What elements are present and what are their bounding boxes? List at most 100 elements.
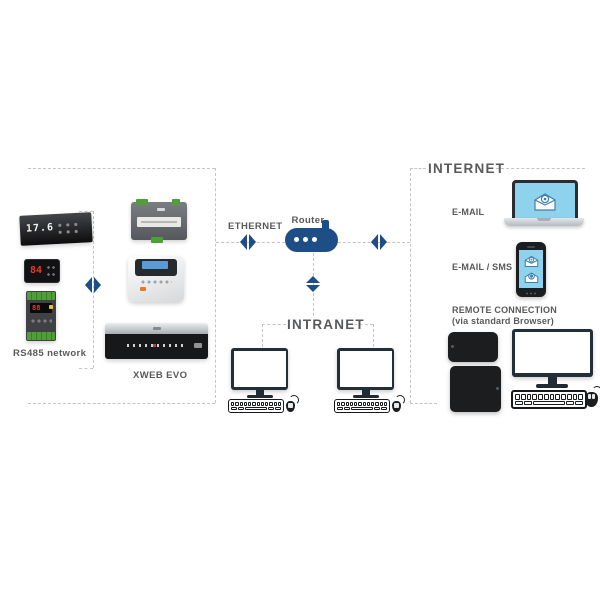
monitor-stand <box>362 390 370 396</box>
router-icon <box>285 220 338 252</box>
xweb-desktop-unit <box>128 256 184 302</box>
phone-screen <box>519 250 543 288</box>
email-laptop <box>512 180 578 224</box>
plc-label-line <box>141 221 177 223</box>
shelf-display-buttons <box>55 220 81 236</box>
internet-label: INTERNET <box>428 161 506 176</box>
keyboard-key <box>374 407 380 411</box>
mouse-button <box>393 403 397 408</box>
keyboard-key <box>256 401 260 407</box>
keyboard-row <box>231 401 281 407</box>
keyboard-key <box>351 407 373 411</box>
keyboard <box>228 399 284 413</box>
mouse-button <box>287 403 291 408</box>
keyboard-key <box>273 401 277 407</box>
keyboard-key <box>566 394 572 400</box>
phone-speaker <box>527 246 535 248</box>
monitor-base <box>247 395 273 398</box>
intranet-label: INTRANET <box>287 317 365 332</box>
keyboard-key <box>543 394 549 400</box>
keyboard-key <box>375 401 379 407</box>
keyboard-key <box>341 401 345 407</box>
panel-controller-readout: 84 <box>30 265 43 276</box>
router-label: Router <box>291 215 325 226</box>
rs485-bracket-bottom <box>79 368 93 369</box>
keyboard <box>511 390 587 409</box>
left-group-border-top <box>28 168 215 169</box>
xweb-unit-lcd <box>142 261 168 269</box>
intranet-branch-left-h <box>262 324 286 325</box>
monitor-stand <box>256 390 264 396</box>
keyboard-row <box>231 407 281 411</box>
phone-camera-dot <box>450 345 454 348</box>
monitor-base <box>536 384 568 388</box>
keyboard-key <box>533 401 565 405</box>
keyboard-key <box>575 401 583 405</box>
internet-border-top-right <box>496 168 585 169</box>
remote-phone-landscape <box>448 332 498 362</box>
keyboard-key <box>383 401 387 407</box>
keyboard-key <box>252 401 256 407</box>
keyboard-key <box>239 401 243 407</box>
left-group-border-right <box>215 168 216 403</box>
email-envelope-icon <box>524 255 538 267</box>
intranet-branch-left-v <box>262 324 263 347</box>
mouse <box>585 386 600 407</box>
keyboard-key <box>265 401 269 407</box>
keyboard-key <box>337 407 343 411</box>
router-led <box>312 237 317 242</box>
mouse-button <box>592 394 596 399</box>
din-display-readout: 88 <box>32 304 41 312</box>
keyboard-key <box>515 394 520 400</box>
keyboard-key <box>260 401 264 407</box>
remote-desktop-screen <box>515 332 590 373</box>
xweb-unit-buttons <box>140 278 172 286</box>
email-label: E-MAIL <box>452 207 485 217</box>
keyboard-key <box>245 407 267 411</box>
keyboard-row <box>515 401 583 405</box>
sms-bell-envelope-icon <box>524 272 538 283</box>
keyboard-key <box>248 401 252 407</box>
remote-desktop-monitor <box>512 329 593 377</box>
shelf-display-readout: 17.6 <box>25 222 55 235</box>
mouse-button <box>290 403 294 408</box>
intranet-screen-2 <box>339 350 392 387</box>
intranet-monitor-1 <box>231 348 288 390</box>
router-antenna <box>322 220 329 232</box>
panel-controller-buttons <box>46 264 56 278</box>
keyboard-key <box>538 394 543 400</box>
keyboard-key <box>354 401 358 407</box>
din-rail-controller: 88 <box>26 291 56 341</box>
keyboard-key <box>269 401 273 407</box>
mouse <box>392 395 405 412</box>
keyboard-key <box>358 401 362 407</box>
mouse-cable <box>395 395 405 405</box>
keyboard-key <box>379 401 383 407</box>
keyboard-key <box>231 401 235 407</box>
mouse <box>286 395 299 412</box>
remote-connection-label: REMOTE CONNECTION <box>452 305 557 315</box>
rack-badge <box>194 343 202 348</box>
keyboard-key <box>381 407 387 411</box>
din-display: 88 <box>30 303 52 313</box>
mouse-button <box>396 403 400 408</box>
keyboard-key <box>238 407 244 411</box>
xweb-din-gateway <box>131 199 187 243</box>
email-envelope-icon <box>534 193 556 211</box>
plc-connector <box>151 237 163 243</box>
plc-logo <box>157 208 165 211</box>
keyboard-key <box>235 401 239 407</box>
intranet-bidirectional-arrow-icon <box>306 276 320 292</box>
intranet-branch-right-v <box>373 324 374 347</box>
internet-border-top-stub <box>410 168 426 169</box>
keyboard-key <box>561 394 566 400</box>
keyboard-key <box>362 401 366 407</box>
email-sms-label: E-MAIL / SMS <box>452 262 513 272</box>
ethernet-right-bidirectional-arrow-icon <box>371 234 387 250</box>
plc-connector <box>172 199 180 205</box>
keyboard-key <box>268 407 274 411</box>
mouse-cable <box>592 386 600 396</box>
keyboard-row <box>337 407 387 411</box>
din-terminal-bottom <box>27 332 55 340</box>
keyboard-key <box>524 401 532 405</box>
